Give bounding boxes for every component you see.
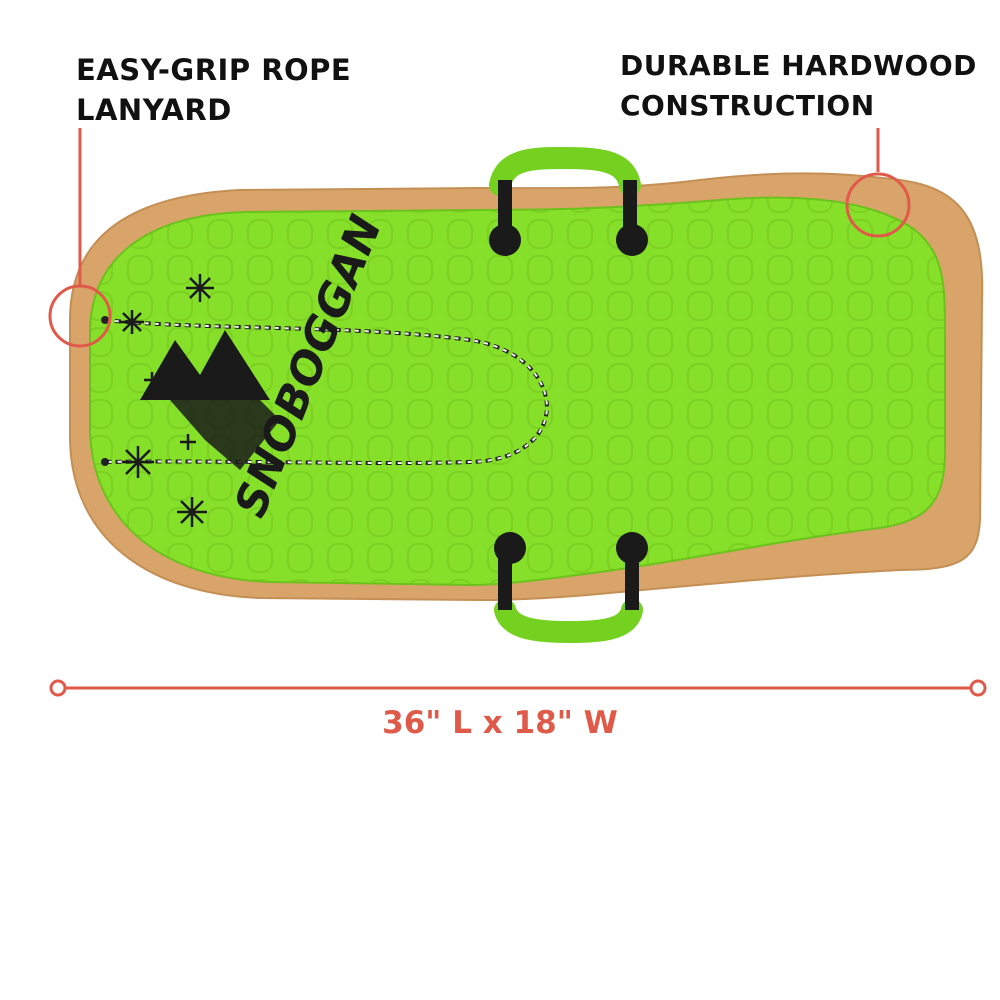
callout-circle-icon xyxy=(48,128,911,348)
handle-icon xyxy=(489,146,648,256)
dimension-label: 36" L x 18" W xyxy=(382,705,618,741)
callout-rope-line1: EASY-GRIP ROPE xyxy=(76,53,352,87)
callout-rope-line2: LANYARD xyxy=(76,93,232,127)
callout-hardwood: DURABLE HARDWOOD CONSTRUCTION xyxy=(620,46,977,126)
callout-wood-line1: DURABLE HARDWOOD xyxy=(620,49,977,82)
callout-wood-line2: CONSTRUCTION xyxy=(620,89,875,122)
green-deck xyxy=(89,196,946,587)
mountain-icon xyxy=(140,330,280,470)
callout-rope-lanyard: EASY-GRIP ROPE LANYARD xyxy=(76,50,351,130)
handle-icon xyxy=(494,532,648,644)
dimension-line xyxy=(49,679,987,697)
snowflake-icon xyxy=(120,274,214,527)
